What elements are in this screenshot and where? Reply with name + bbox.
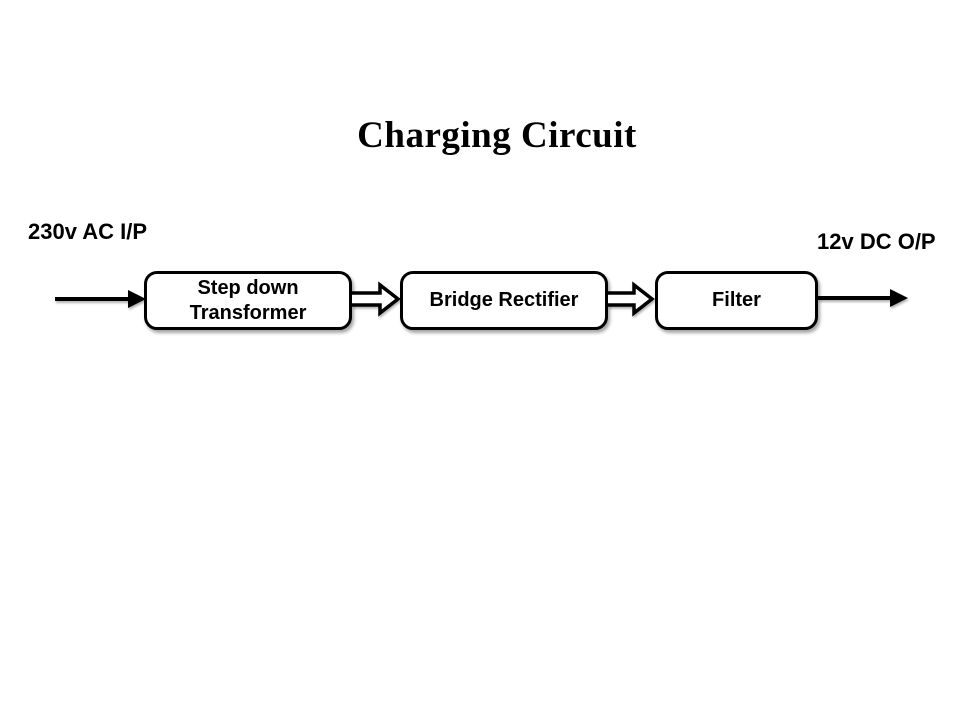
output-voltage-label: 12v DC O/P bbox=[817, 229, 936, 254]
input-arrow-icon bbox=[55, 290, 146, 308]
block-label-line: Bridge Rectifier bbox=[429, 289, 579, 312]
block-label-line: Filter bbox=[712, 289, 761, 312]
block-label-line: Step down bbox=[197, 277, 299, 300]
output-arrow-icon bbox=[818, 289, 908, 307]
connector-block-arrow-icon bbox=[608, 281, 655, 317]
input-voltage-label: 230v AC I/P bbox=[28, 219, 148, 244]
block-filter: Filter bbox=[655, 271, 818, 330]
block-step-down-transformer: Step down Transformer bbox=[144, 271, 352, 330]
diagram-title: Charging Circuit bbox=[357, 115, 637, 156]
block-label-line: Transformer bbox=[189, 301, 307, 324]
connector-block-arrow-icon bbox=[352, 281, 401, 317]
block-bridge-rectifier: Bridge Rectifier bbox=[400, 271, 608, 330]
